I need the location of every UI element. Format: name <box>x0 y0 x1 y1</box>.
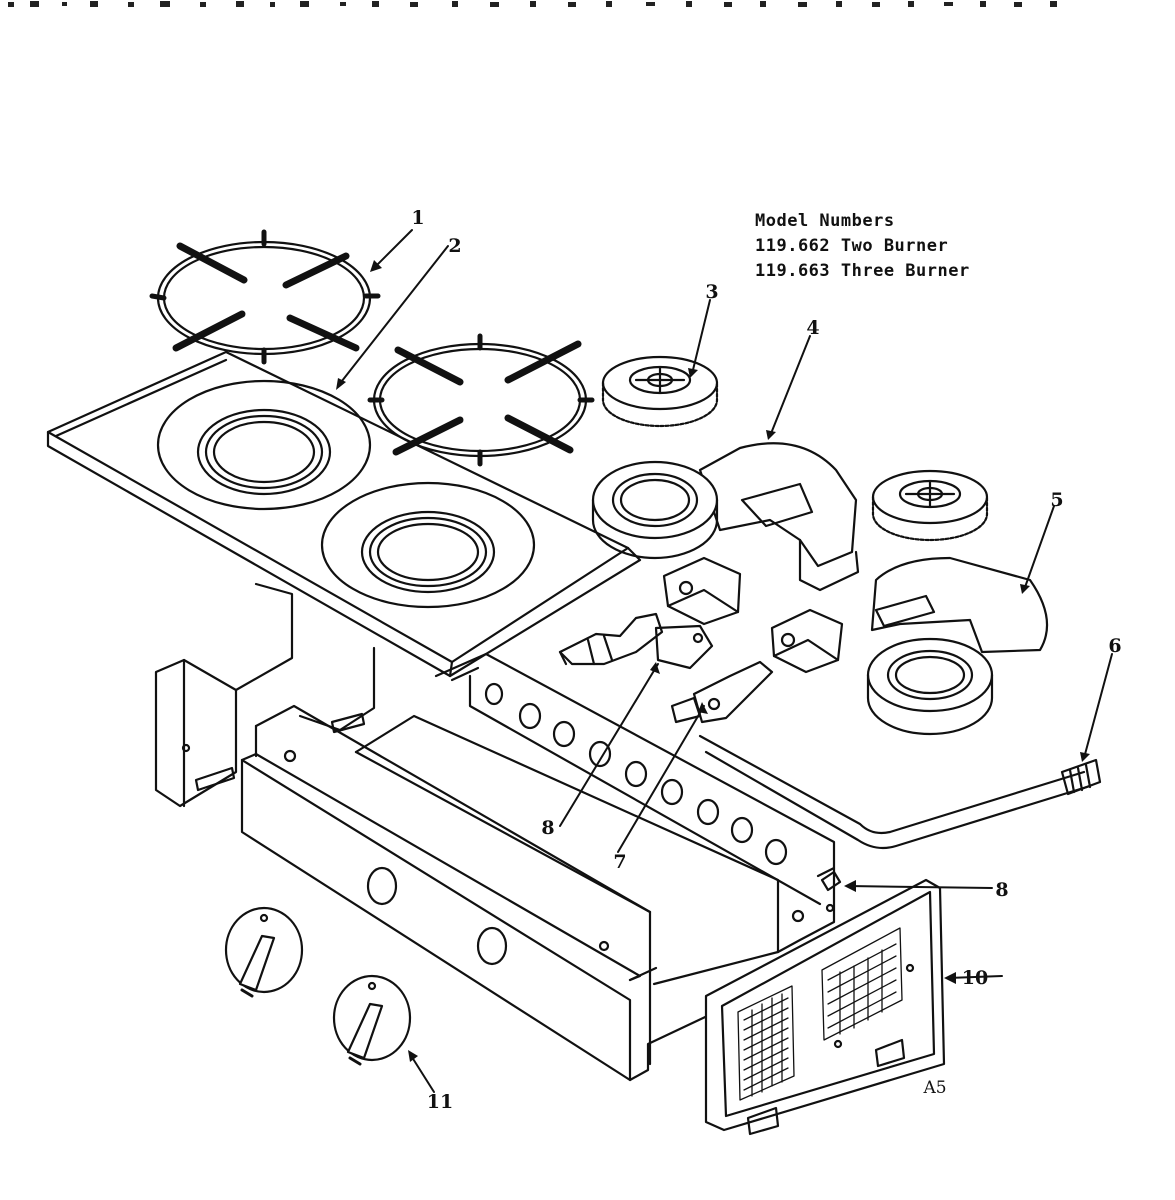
callout-2: 2 <box>448 235 462 257</box>
burner-cap-lower <box>871 469 989 542</box>
burner-assembly-upper <box>591 442 860 592</box>
leader-lines <box>337 229 1113 1093</box>
burner-assembly-lower <box>866 556 1049 736</box>
scan-edge-noise <box>8 1 1057 7</box>
valve-upper <box>654 556 742 670</box>
valve-lower <box>770 608 844 674</box>
callout-1: 1 <box>411 207 425 229</box>
leader-arrowheads <box>336 260 1090 1062</box>
callout-8-right: 8 <box>995 879 1009 901</box>
orifice-fitting <box>558 612 664 666</box>
burner-cap-upper <box>601 355 719 428</box>
control-panel-escutcheon <box>704 878 946 1136</box>
callout-6: 6 <box>1108 635 1122 657</box>
burner-grate-left <box>149 229 381 365</box>
model-number-three-burner: 119.663 Three Burner <box>755 261 970 281</box>
model-numbers-title: Model Numbers <box>755 211 895 231</box>
callout-10: 10 <box>961 967 989 989</box>
burner-box-housing <box>240 652 842 1082</box>
gas-manifold-pipe <box>698 734 1102 850</box>
control-knob-left <box>224 906 304 998</box>
callout-11: 11 <box>426 1091 454 1113</box>
callout-3: 3 <box>705 281 719 303</box>
callout-5: 5 <box>1050 489 1064 511</box>
model-number-two-burner: 119.662 Two Burner <box>755 236 949 256</box>
cooktop-panel <box>46 350 642 678</box>
side-bracket <box>154 582 376 808</box>
callout-8-left: 8 <box>541 817 555 839</box>
callout-4: 4 <box>806 317 820 339</box>
figure-code: A5 <box>923 1078 947 1098</box>
control-knob-right <box>332 974 412 1066</box>
burner-grate-right <box>367 333 595 467</box>
callout-7: 7 <box>613 851 627 873</box>
orifice-fitting-lower <box>670 660 774 724</box>
